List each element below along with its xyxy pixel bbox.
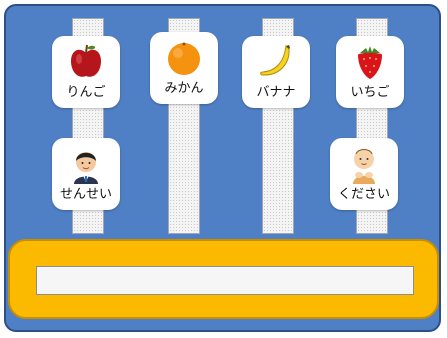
communication-board: りんご みかん バナナ いちご	[4, 4, 441, 332]
card-banana[interactable]: バナナ	[242, 36, 310, 108]
banana-icon	[260, 44, 290, 76]
card-label: せんせい	[59, 187, 112, 202]
card-ringo[interactable]: りんご	[52, 36, 120, 108]
card-label: りんご	[66, 85, 106, 100]
teacher-icon	[74, 152, 98, 184]
orange-icon	[168, 42, 200, 75]
card-sensei[interactable]: せんせい	[52, 138, 120, 210]
apple-icon	[71, 44, 101, 77]
strawberry-icon	[358, 46, 382, 79]
card-label: ください	[337, 187, 390, 202]
sentence-strip[interactable]	[36, 266, 414, 295]
card-label: みかん	[164, 81, 204, 96]
card-label: いちご	[350, 85, 390, 100]
card-ichigo[interactable]: いちご	[336, 36, 404, 108]
please-bowing-icon	[353, 149, 375, 184]
card-mikan[interactable]: みかん	[150, 32, 218, 104]
card-kudasai[interactable]: ください	[330, 138, 398, 210]
card-label: バナナ	[256, 85, 296, 100]
sentence-tray	[8, 239, 439, 319]
